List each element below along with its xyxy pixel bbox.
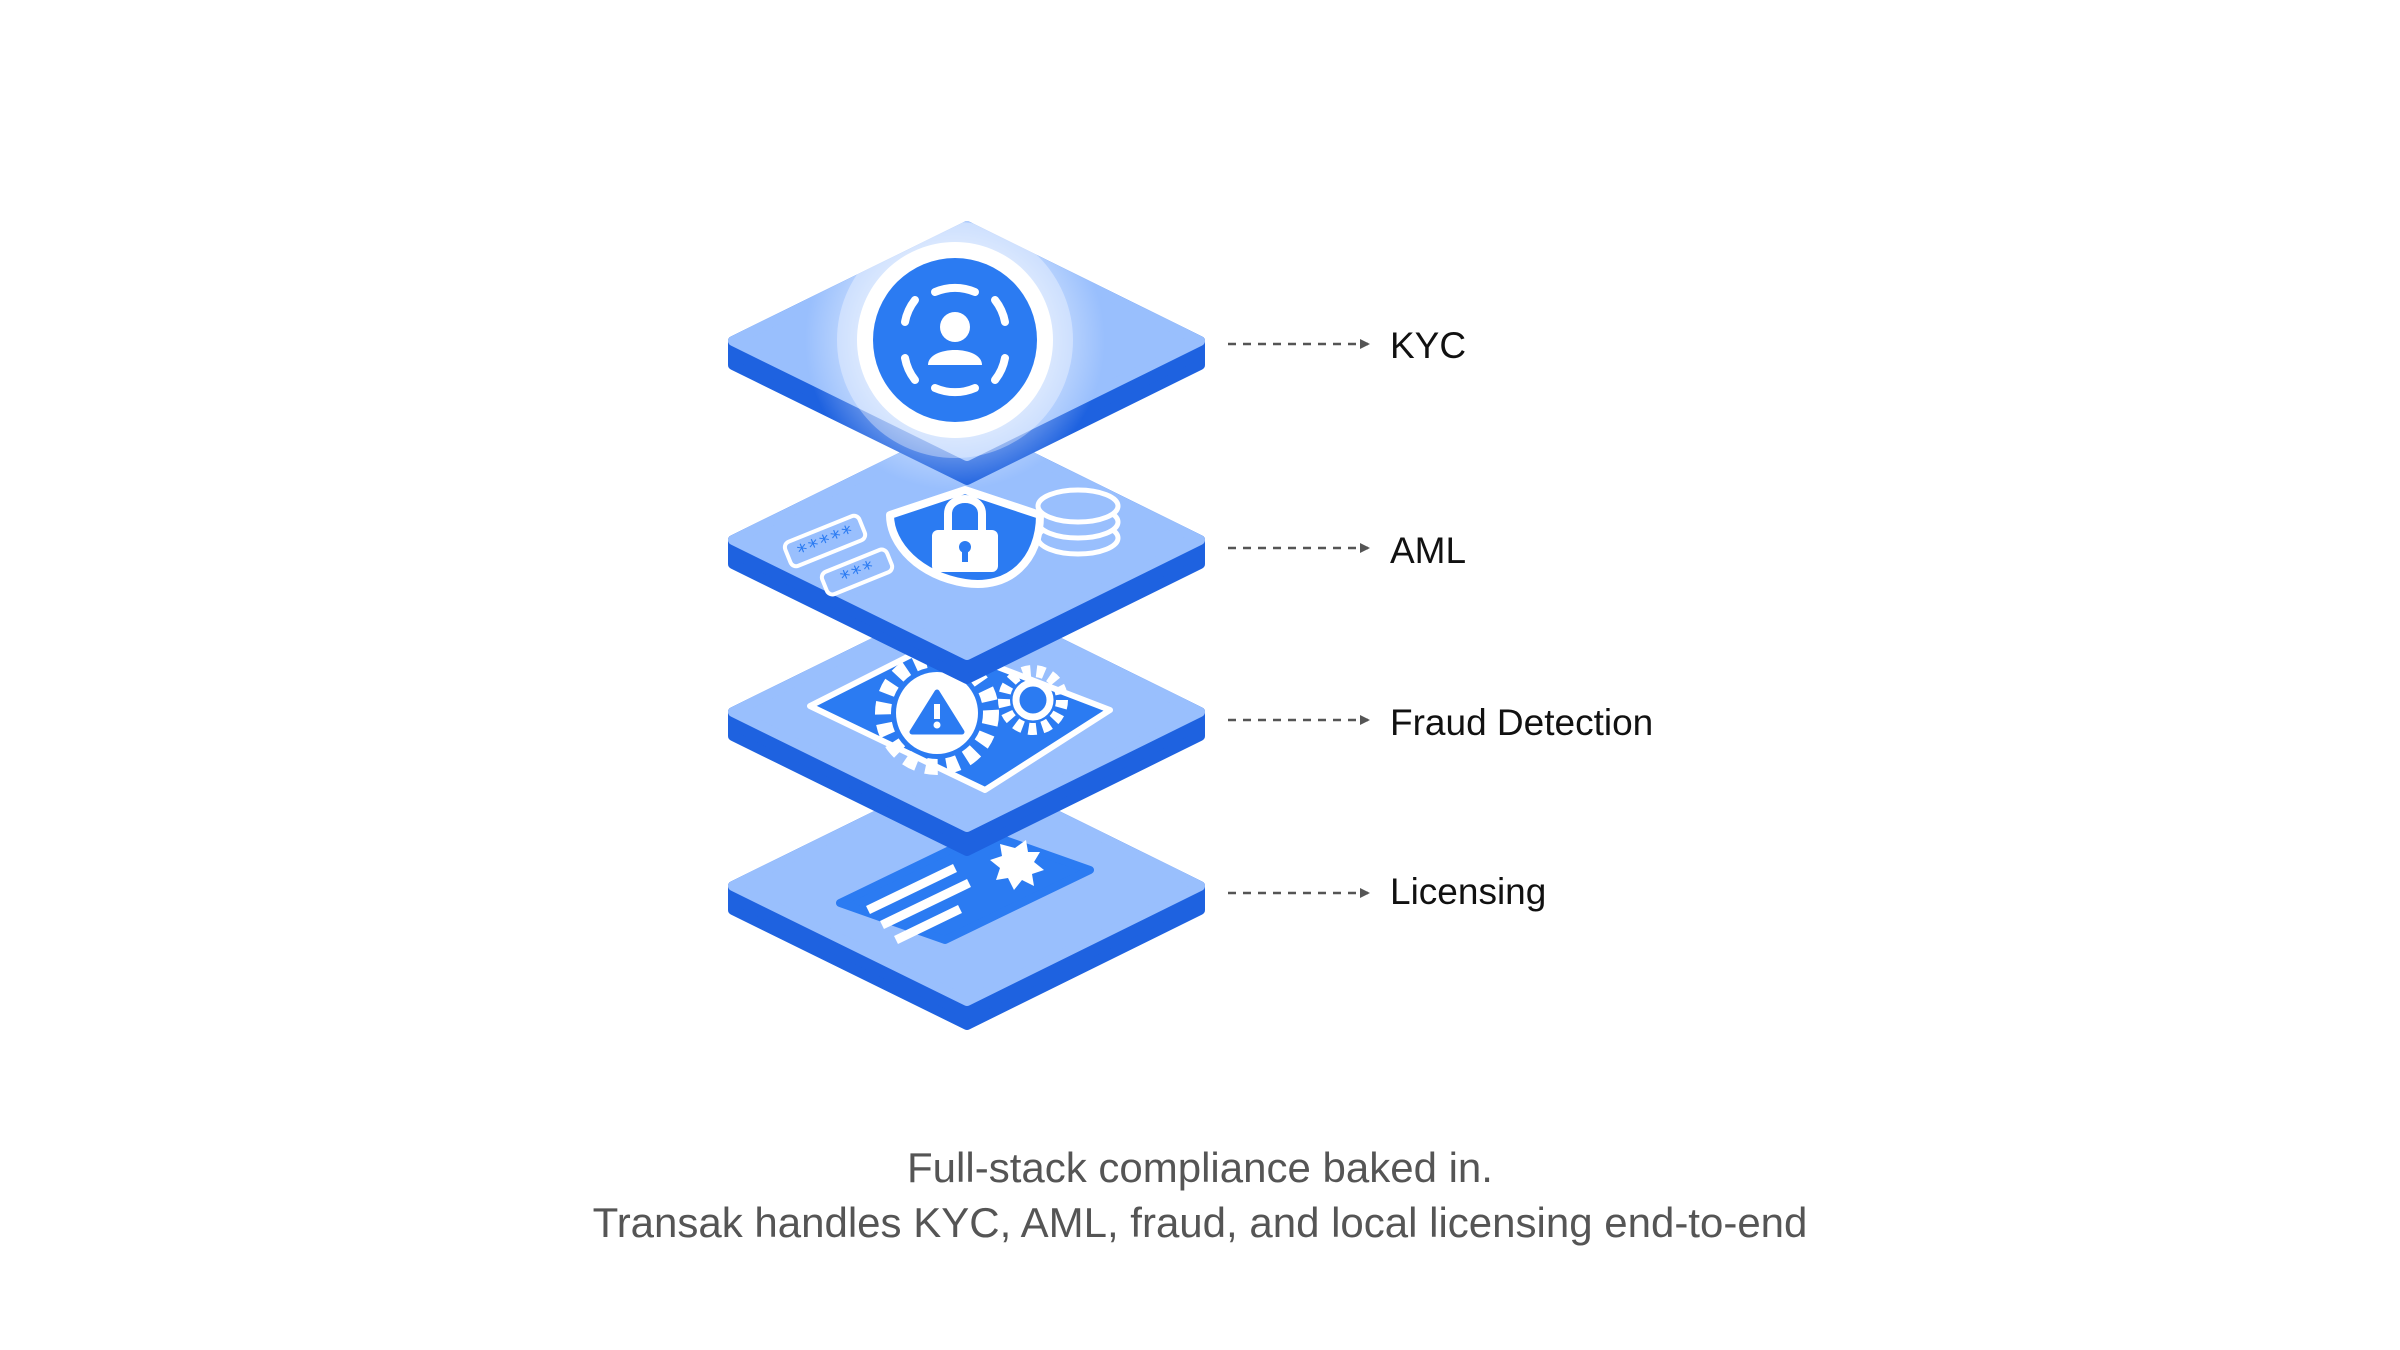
shield-lock-icon: ***** *** bbox=[782, 486, 1121, 597]
licensing-tile bbox=[728, 766, 1205, 1030]
caption: Full-stack compliance baked in. Transak … bbox=[0, 1140, 2400, 1250]
caption-line-1: Full-stack compliance baked in. bbox=[907, 1144, 1493, 1191]
kyc-tile bbox=[728, 190, 1205, 490]
gear-alert-icon bbox=[807, 640, 1113, 793]
face-scan-icon bbox=[805, 190, 1105, 490]
aml-tile: ***** *** bbox=[728, 420, 1205, 684]
layer-label-kyc: KYC bbox=[1390, 325, 1467, 366]
fraud-detection-tile bbox=[728, 592, 1205, 856]
caption-line-2: Transak handles KYC, AML, fraud, and loc… bbox=[592, 1199, 1808, 1246]
certificate-icon bbox=[836, 829, 1094, 945]
layer-label-aml: AML bbox=[1390, 530, 1467, 571]
layer-label-licensing: Licensing bbox=[1390, 871, 1547, 912]
layer-label-fraud-detection: Fraud Detection bbox=[1390, 702, 1654, 743]
